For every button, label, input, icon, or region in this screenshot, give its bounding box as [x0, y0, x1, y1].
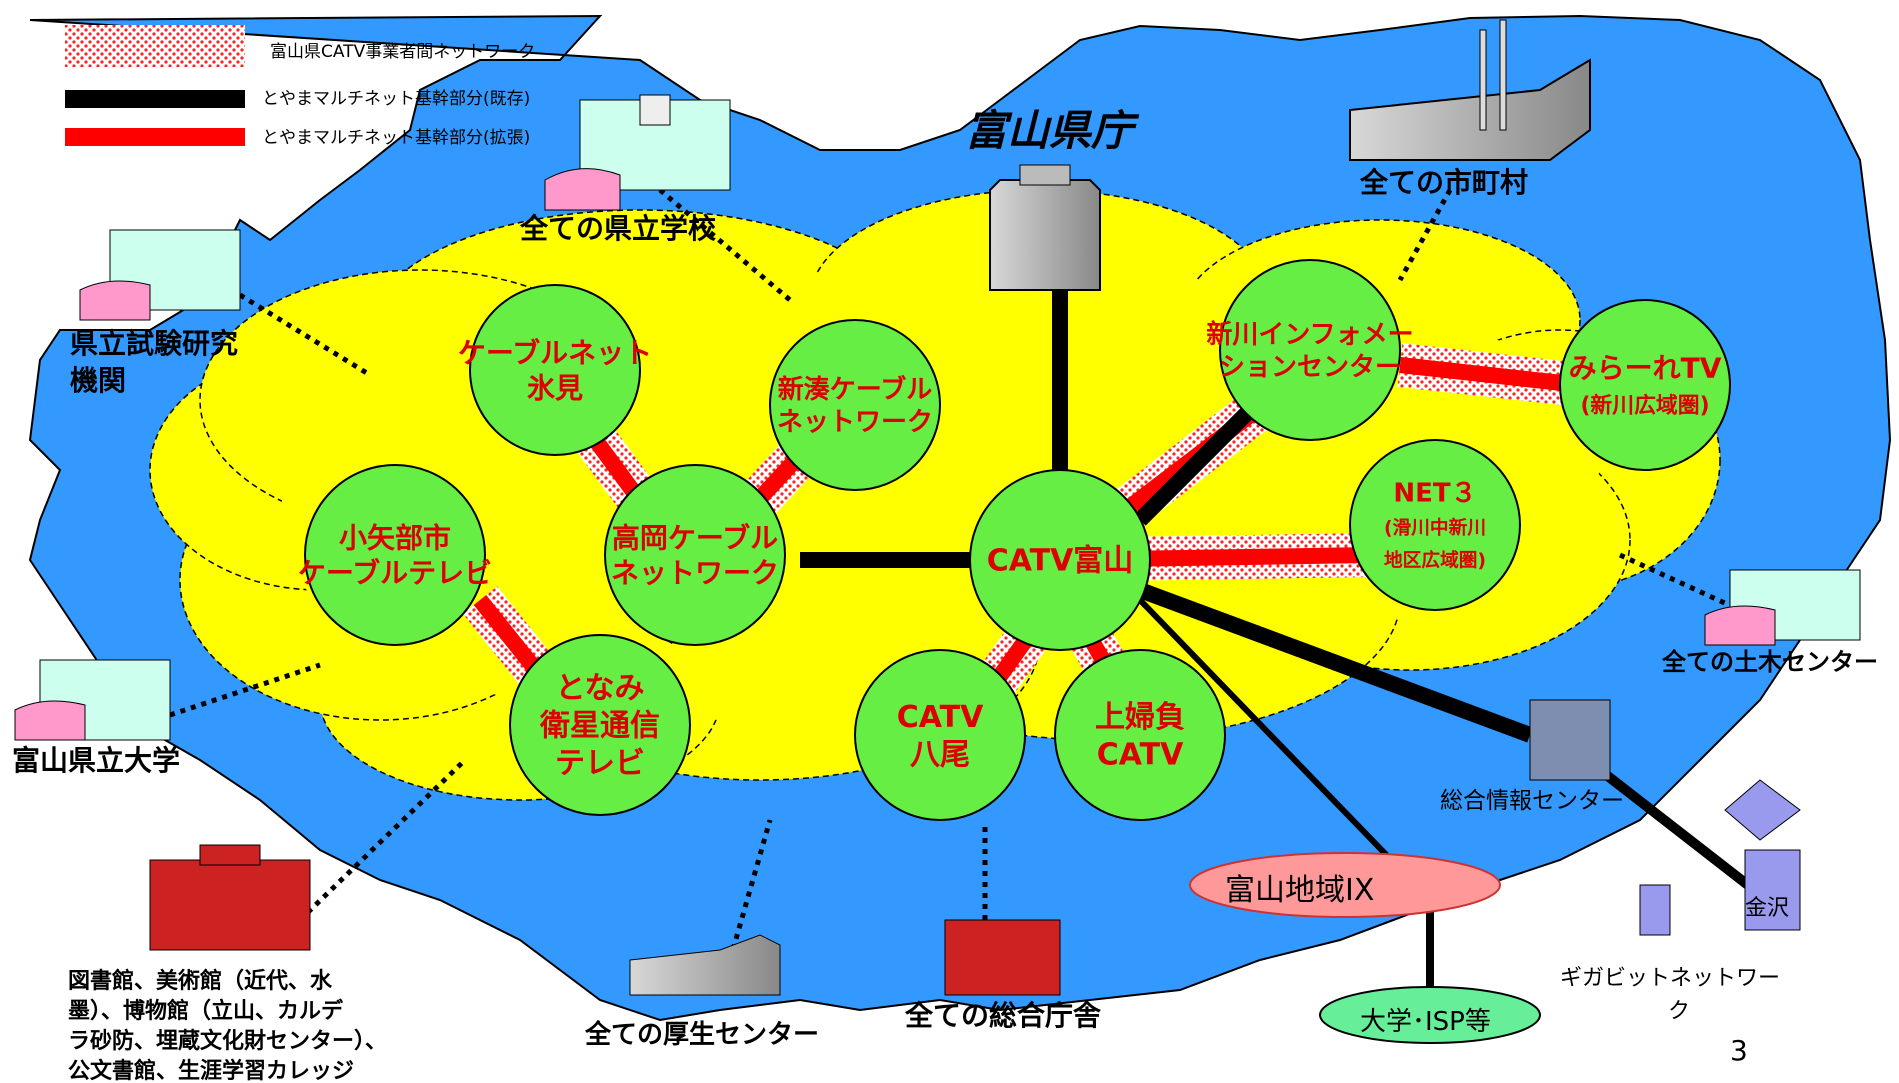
page-number: 3: [1730, 1034, 1748, 1067]
node-label: 八尾: [910, 737, 970, 772]
kanazawa-block: [1639, 779, 1801, 936]
prefectural-office-building: [989, 164, 1101, 291]
label-ix: 富山地域IX: [1225, 873, 1374, 908]
node-circle: [1054, 649, 1226, 821]
node-label: CATV富山: [987, 544, 1134, 579]
ix-cloud: [1189, 852, 1501, 918]
node-label: 上婦負: [1095, 700, 1185, 735]
node-circle: [509, 634, 691, 816]
label-municipalities: 全ての市町村: [1359, 166, 1528, 199]
node-label: 地区広域圏): [1384, 550, 1486, 572]
node-label: CATV: [897, 700, 984, 735]
label-university: 富山県立大学: [12, 744, 180, 777]
node-label: 新湊ケーブル: [778, 374, 932, 405]
node-label: となみ: [555, 671, 644, 706]
research-building: [79, 229, 241, 321]
legend-swatch-expansion: [65, 128, 245, 146]
node-circle: [969, 469, 1151, 651]
node-label: ネットワーク: [777, 407, 933, 437]
node-label: ションセンター: [1219, 352, 1401, 382]
label-research-2: 機関: [70, 364, 126, 397]
node-label: 氷見: [527, 371, 583, 404]
label-schools: 全ての県立学校: [519, 212, 717, 245]
welfare-building: [629, 934, 781, 996]
node-label: 小矢部市: [339, 521, 451, 554]
node-circle: [604, 464, 786, 646]
expansion-core-2: [473, 595, 547, 680]
legend-swatch-existing: [65, 90, 245, 108]
node-circle: [854, 649, 1026, 821]
isp-ellipse: [1319, 986, 1541, 1044]
node-catv-toyama: CATV富山: [969, 469, 1151, 651]
general-office-building: [944, 919, 1061, 996]
node-label: ネットワーク: [611, 556, 779, 589]
civil-center-building: [1704, 569, 1861, 646]
node-circle: [1349, 439, 1521, 611]
node-circle: [469, 284, 641, 456]
node-mirare: みらーれTV (新川広域圏): [1559, 299, 1731, 471]
node-label: 衛星通信: [539, 709, 660, 744]
node-label: テレビ: [555, 746, 645, 781]
page-title: 富山県庁: [965, 106, 1140, 155]
node-label: (滑川中新川: [1384, 517, 1486, 539]
label-library-1: 図書館、美術館（近代、水: [68, 968, 333, 994]
node-circle: [1559, 299, 1731, 471]
node-label: みらーれTV: [1569, 351, 1722, 384]
node-circle: [1219, 259, 1401, 441]
school-building: [544, 94, 731, 211]
info-center-building: [1529, 699, 1611, 781]
node-circle: [769, 319, 941, 491]
municipal-building: [1349, 19, 1591, 161]
label-general: 全ての総合庁舎: [904, 999, 1101, 1032]
node-label: 新川インフォメー: [1206, 319, 1413, 350]
label-gigabit-1: ギガビットネットワー: [1560, 966, 1780, 991]
legend-label-existing: とやまマルチネット基幹部分(既存): [262, 88, 530, 109]
node-label: NET３: [1393, 479, 1476, 509]
label-gigabit-2: ク: [1668, 999, 1690, 1024]
node-label: 高岡ケーブル: [612, 521, 778, 554]
university-building: [14, 659, 171, 741]
label-research-1: 県立試験研究: [70, 327, 238, 360]
access-lines: [169, 188, 1742, 961]
node-label: ケーブルテレビ: [298, 556, 492, 589]
catv-nodes: ケーブルネット氷見新湊ケーブルネットワーク高岡ケーブルネットワーク小矢部市ケーブ…: [298, 259, 1731, 821]
label-info-center: 総合情報センター: [1440, 788, 1624, 814]
node-label: (新川広域圏): [1580, 392, 1709, 418]
legend-label-expansion: とやまマルチネット基幹部分(拡張): [262, 127, 530, 148]
node-label: CATV: [1097, 737, 1184, 772]
node-label: ケーブルネット: [458, 336, 652, 369]
label-welfare: 全ての厚生センター: [584, 1019, 819, 1050]
label-kanazawa: 金沢: [1745, 896, 1789, 921]
label-library-4: 公文書館、生涯学習カレッジ: [68, 1058, 354, 1083]
label-isp: 大学･ISP等: [1360, 1007, 1491, 1037]
expansion-core-5: [1399, 357, 1581, 393]
legend-swatch-catv: [65, 25, 245, 67]
library-building: [149, 844, 311, 951]
legend-label-catv: 富山県CATV事業者間ネットワーク: [270, 42, 535, 62]
label-library-3: ラ砂防、埋蔵文化財センター）、: [68, 1028, 387, 1054]
node-circle: [304, 464, 486, 646]
label-civil: 全ての土木センター: [1661, 648, 1878, 676]
label-library-2: 墨）、博物館（立山、カルデ: [68, 998, 344, 1024]
